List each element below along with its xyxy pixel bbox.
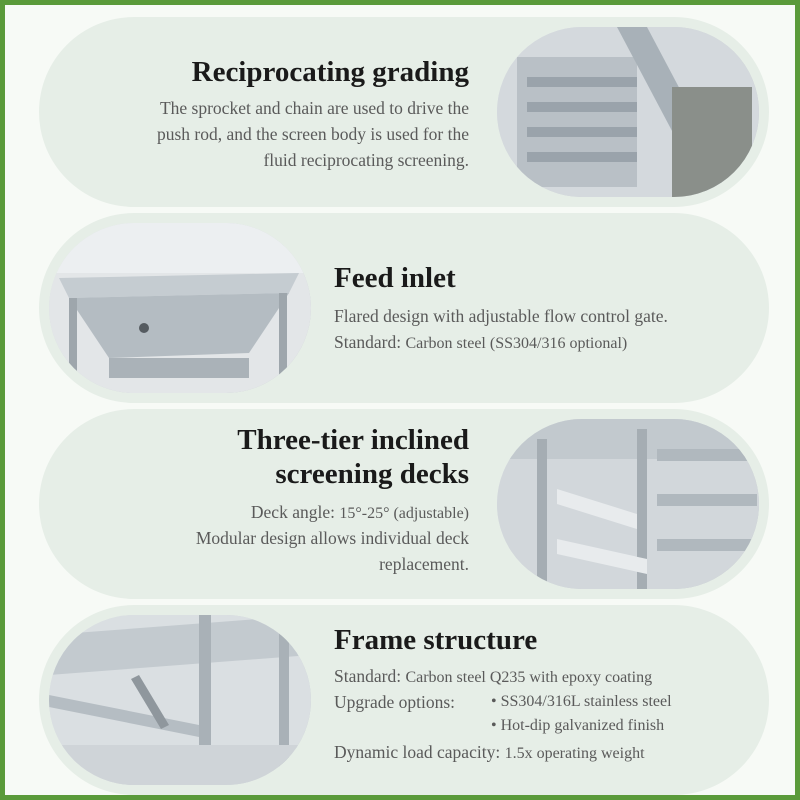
- upgrade-label: Upgrade options:: [334, 692, 456, 712]
- load-label: Dynamic load capacity:: [334, 742, 501, 762]
- feed-inlet-photo: [49, 223, 311, 393]
- upgrade-item: • SS304/316L stainless steel: [491, 693, 672, 710]
- standard-row: Standard: Carbon steel (SS304/316 option…: [334, 329, 627, 357]
- description-line: Modular design allows individual deck: [195, 528, 469, 548]
- title-line: Three-tier inclined: [237, 424, 469, 456]
- deck-angle-label: Deck angle:: [250, 502, 335, 522]
- section-description: Modular design allows individual deck re…: [196, 525, 469, 577]
- card-reciprocating-grading: Reciprocating grading The sprocket and c…: [39, 17, 769, 207]
- section-title: Feed inlet: [334, 262, 456, 294]
- description-line: replacement.: [379, 554, 469, 574]
- standard-value: Carbon steel (SS304/316 optional): [405, 335, 628, 352]
- card-frame-structure: Frame structure Standard: Carbon steel Q…: [39, 605, 769, 795]
- deck-angle-value: 15°-25° (adjustable): [339, 505, 469, 522]
- title-line: screening decks: [275, 458, 469, 490]
- standard-label: Standard:: [334, 666, 402, 686]
- description-line: fluid reciprocating screening.: [263, 150, 469, 170]
- frame-structure-photo: [49, 615, 311, 785]
- section-title: Frame structure: [334, 624, 538, 656]
- section-description: The sprocket and chain are used to drive…: [157, 95, 469, 173]
- screening-decks-photo: [497, 419, 759, 589]
- grading-machine-photo: [497, 27, 759, 197]
- section-title: Reciprocating grading: [191, 56, 469, 88]
- card-screening-decks: Three-tier inclined screening decks Deck…: [39, 409, 769, 599]
- section-title: Three-tier inclined screening decks: [237, 423, 469, 491]
- load-capacity-row: Dynamic load capacity: 1.5x operating we…: [334, 739, 645, 767]
- upgrade-item: • Hot-dip galvanized finish: [491, 717, 665, 734]
- standard-row: Standard: Carbon steel Q235 with epoxy c…: [334, 663, 652, 691]
- description-line: push rod, and the screen body is used fo…: [156, 124, 469, 144]
- standard-label: Standard:: [334, 332, 402, 352]
- card-feed-inlet: Feed inlet Flared design with adjustable…: [39, 213, 769, 403]
- deck-angle-row: Deck angle: 15°-25° (adjustable): [251, 499, 469, 527]
- standard-value: Carbon steel Q235 with epoxy coating: [405, 669, 653, 686]
- section-line: Flared design with adjustable flow contr…: [334, 306, 668, 326]
- load-value: 1.5x operating weight: [504, 745, 645, 762]
- description-line: The sprocket and chain are used to drive…: [159, 98, 469, 118]
